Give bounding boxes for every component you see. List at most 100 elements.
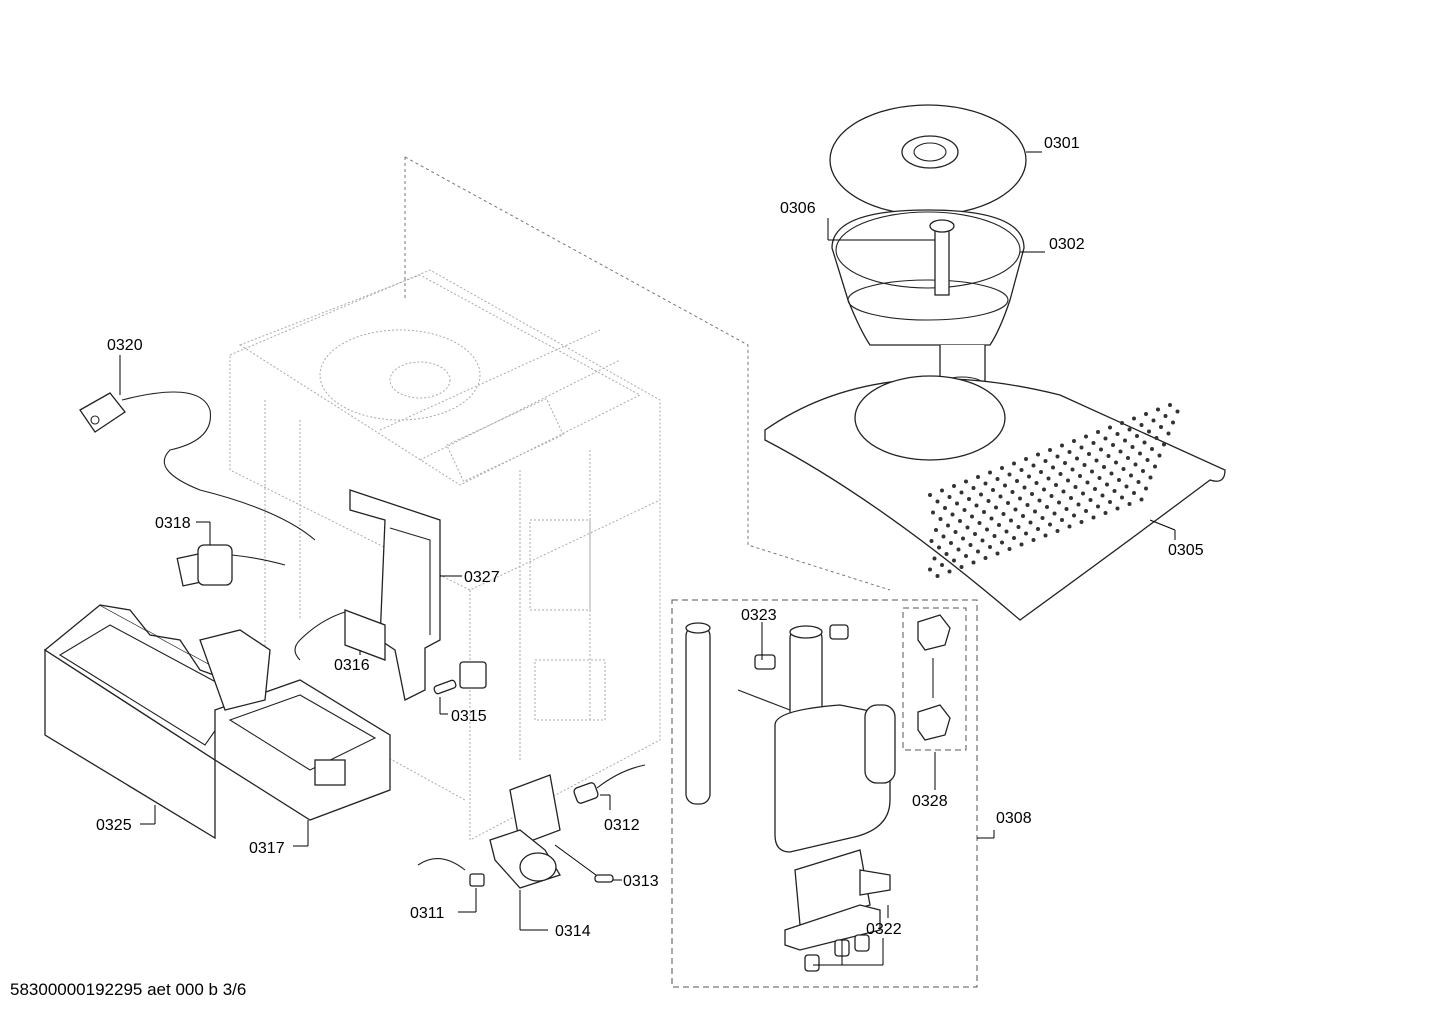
vent-hole (1133, 462, 1138, 467)
part-0317-drip-tray (199, 629, 391, 847)
vent-hole (1144, 486, 1148, 491)
part-0318-sensor (176, 521, 286, 587)
vent-hole (1027, 474, 1031, 479)
vent-hole (1093, 487, 1097, 491)
vent-hole (985, 527, 989, 532)
label-0314: 0314 (555, 923, 591, 940)
vent-hole (1094, 458, 1099, 463)
vent-hole (931, 510, 935, 515)
vent-hole (959, 565, 964, 569)
vent-hole (1058, 472, 1063, 476)
vent-hole (1138, 451, 1142, 456)
vent-hole (998, 494, 1003, 499)
vent-hole (1021, 514, 1025, 518)
vent-hole (1109, 471, 1114, 476)
vent-hole (1072, 513, 1076, 518)
vent-hole (952, 484, 956, 488)
vent-hole (940, 488, 944, 493)
vent-hole (1057, 500, 1061, 505)
vent-hole (1114, 460, 1118, 465)
vent-hole (1010, 490, 1015, 494)
label-0327: 0327 (464, 569, 500, 586)
vent-hole (971, 486, 976, 490)
label-0311: 0311 (410, 905, 445, 922)
part-0311-cable (417, 858, 485, 913)
vent-hole (1033, 509, 1037, 514)
ventilation-holes (928, 403, 1180, 578)
vent-hole (989, 516, 994, 521)
vent-hole (959, 490, 964, 495)
vent-hole (1024, 457, 1028, 461)
vent-hole (1132, 416, 1136, 421)
vent-hole (1036, 527, 1040, 531)
vent-hole (932, 556, 937, 561)
vent-hole (1084, 509, 1088, 513)
label-0312: 0312 (604, 817, 640, 834)
vent-hole (1025, 503, 1030, 507)
vent-hole (1108, 425, 1112, 430)
vent-hole (997, 523, 1001, 527)
vent-hole (1048, 448, 1052, 452)
vent-hole (1016, 525, 1021, 529)
vent-hole (929, 539, 934, 543)
vent-hole (965, 525, 970, 530)
vent-hole (1063, 461, 1067, 465)
vent-hole (935, 499, 940, 504)
vent-hole (1142, 440, 1147, 445)
vent-hole (1090, 469, 1094, 474)
vent-hole (1004, 529, 1009, 534)
vent-hole (1103, 436, 1108, 441)
vent-hole (988, 470, 992, 475)
vent-hole (1111, 443, 1115, 447)
vent-hole (1003, 483, 1007, 488)
vent-hole (983, 556, 988, 560)
vent-hole (1000, 466, 1004, 470)
label-0328: 0328 (912, 793, 948, 810)
vent-hole (1019, 468, 1024, 472)
part-0308-assembly (671, 599, 995, 988)
vent-hole (1042, 487, 1046, 492)
vent-hole (940, 563, 944, 567)
vent-hole (1132, 491, 1136, 495)
vent-hole (995, 477, 1000, 481)
vent-hole (983, 481, 988, 486)
vent-hole (974, 503, 979, 508)
part-0315-connector (433, 661, 487, 715)
vent-hole (1006, 501, 1010, 505)
vent-hole (1144, 412, 1148, 416)
vent-hole (995, 551, 1000, 556)
vent-hole (1121, 467, 1126, 471)
part-0320-power-cord (79, 355, 316, 541)
vent-hole (1084, 434, 1088, 439)
label-0318: 0318 (155, 515, 191, 532)
vent-hole (1145, 458, 1150, 462)
vent-hole (1054, 483, 1058, 487)
vent-hole (1069, 496, 1073, 500)
vent-hole (1052, 511, 1057, 516)
vent-hole (1124, 484, 1129, 489)
vent-hole (1078, 474, 1082, 478)
vent-hole (935, 574, 940, 578)
vent-hole (1076, 502, 1081, 507)
vent-hole (1148, 475, 1153, 480)
vent-hole (1102, 465, 1106, 469)
vent-hole (946, 523, 950, 528)
vent-hole (976, 549, 980, 554)
vent-hole (1031, 538, 1036, 542)
vent-hole (977, 521, 982, 525)
label-0305: 0305 (1168, 542, 1204, 559)
vent-hole (1064, 507, 1069, 511)
vent-hole (949, 541, 953, 545)
vent-hole (1118, 449, 1123, 454)
vent-hole (1081, 491, 1085, 496)
part-0306-shaft-leader (827, 218, 935, 241)
vent-hole (1147, 429, 1151, 434)
vent-hole (1097, 476, 1102, 480)
vent-hole (1013, 507, 1018, 512)
part-0313-screw (554, 844, 622, 883)
vent-hole (1046, 476, 1051, 481)
vent-hole (1072, 439, 1076, 443)
vent-hole (1103, 511, 1108, 515)
vent-hole (1141, 469, 1145, 473)
vent-hole (1028, 520, 1033, 525)
